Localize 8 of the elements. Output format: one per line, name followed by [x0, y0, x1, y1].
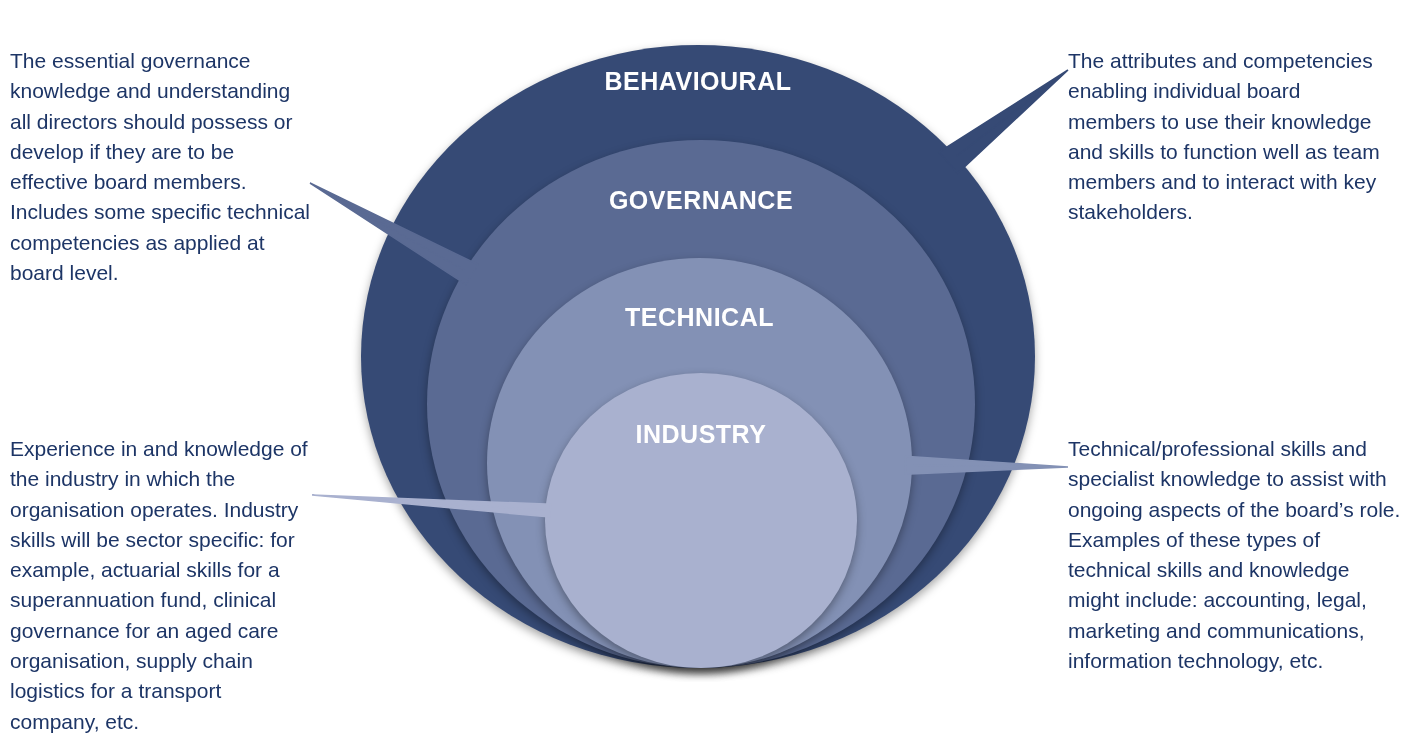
ring-label: BEHAVIOURAL: [603, 67, 793, 96]
description-text: Experience in and knowledge of the industry in which the organisation operates. Industry skills will be sector specific: for example, actuarial skills for a superannuation fund, clinical governance for an aged care organisation, supply chain logistics for a transport company, etc.: [10, 434, 312, 737]
description-text: The attributes and competencies enabling individual board members to use their knowledge and skills to function well as team members and to interact with key stakeholders.: [1068, 46, 1388, 228]
ring-label: INDUSTRY: [634, 420, 768, 449]
ring-label: GOVERNANCE: [607, 186, 795, 215]
ring-label: TECHNICAL: [624, 303, 775, 332]
description-text: Technical/professional skills and specialist knowledge to assist with ongoing aspects of the board’s role. Examples of these types of technical skills and knowledge might include: accounting, legal, marketing and communications, information technology, etc.: [1068, 434, 1404, 677]
description-text: The essential governance knowledge and understanding all directors should possess or develop if they are to be effective board members. Includes some specific technical competencies as applied at board level.: [10, 46, 310, 289]
